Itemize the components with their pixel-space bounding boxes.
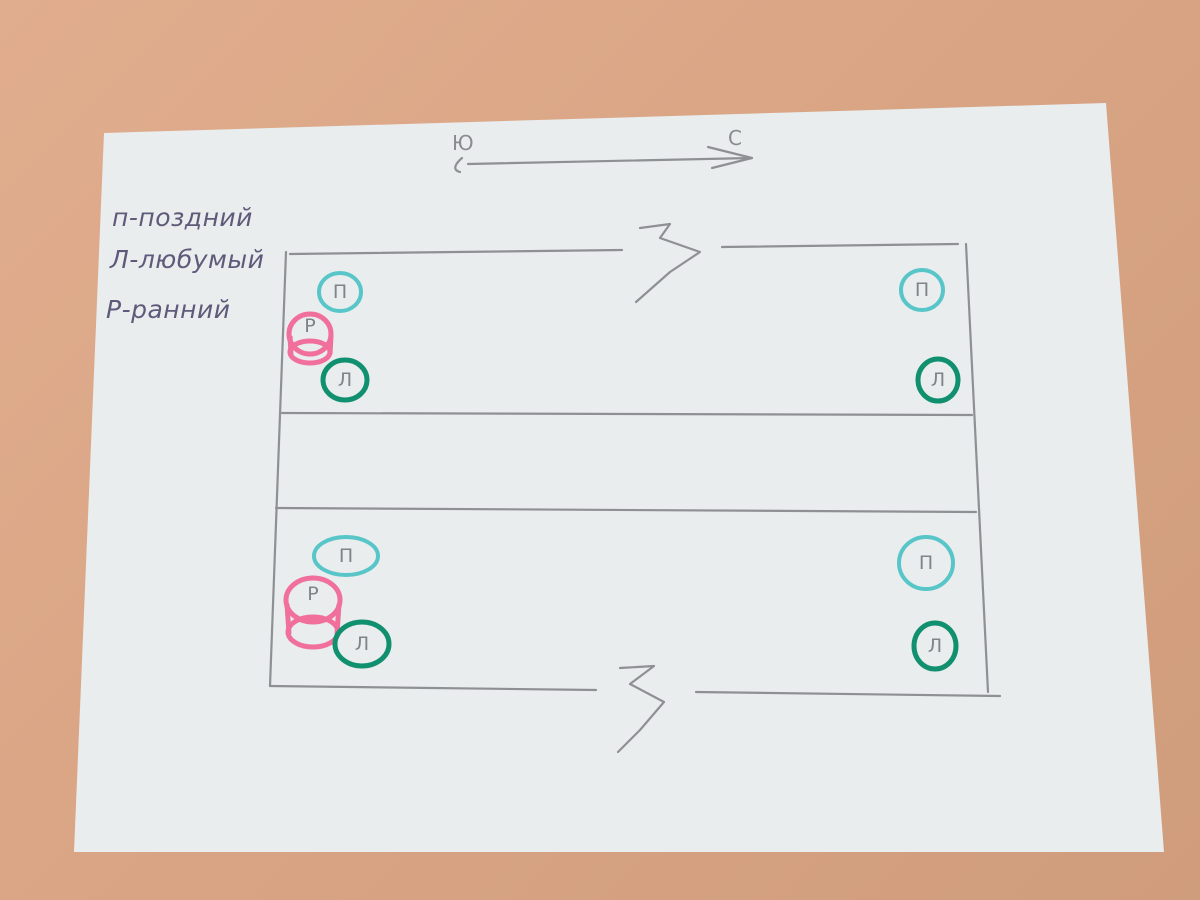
marker-late: П: [897, 535, 955, 591]
legend-early: Р-ранний: [106, 295, 230, 324]
bottom-edge-right: [694, 690, 1002, 698]
arrow-head-icon: [706, 145, 754, 170]
svg-text:П: П: [915, 279, 929, 301]
bottom-edge-left: [268, 684, 598, 692]
top-bed-lower-edge: [280, 411, 974, 417]
marker-late: П: [312, 535, 380, 577]
legend-late: п-поздний: [112, 203, 253, 232]
direction-arrow: Ю С: [452, 126, 754, 174]
marker-favorite: Л: [332, 619, 392, 669]
marker-late: П: [899, 268, 945, 312]
plot-outline: [268, 222, 1002, 754]
marker-late: П: [317, 271, 363, 313]
direction-from-label: Ю: [452, 131, 474, 155]
direction-from-hook: [454, 156, 464, 174]
bottom-bed-upper-edge: [274, 506, 978, 514]
svg-text:П: П: [339, 545, 353, 567]
top-break-symbol: [634, 222, 702, 304]
bottom-bed: П Р Л П Л: [283, 535, 959, 672]
svg-text:Р: Р: [304, 315, 315, 337]
marker-early: Р: [286, 311, 334, 366]
marker-favorite: Л: [911, 620, 959, 672]
left-edge: [268, 250, 288, 688]
svg-text:П: П: [333, 281, 347, 303]
legend-favorite: Л-любумый: [109, 245, 264, 274]
svg-text:Л: Л: [355, 633, 369, 655]
marker-favorite: Л: [915, 356, 961, 404]
right-edge: [964, 242, 990, 694]
legend: п-поздний Л-любумый Р-ранний: [106, 203, 264, 324]
top-bed: П Р Л П Л: [286, 268, 961, 404]
direction-arrow-line: [466, 156, 754, 166]
marker-favorite: Л: [320, 357, 370, 403]
svg-text:Л: Л: [931, 369, 945, 391]
bottom-break-symbol: [616, 664, 666, 754]
svg-text:Л: Л: [928, 635, 942, 657]
svg-text:Л: Л: [338, 369, 352, 391]
svg-text:П: П: [919, 552, 933, 574]
direction-to-label: С: [728, 126, 742, 150]
svg-text:Р: Р: [307, 583, 318, 605]
top-edge-left: [288, 248, 624, 256]
top-edge-right: [720, 242, 960, 249]
